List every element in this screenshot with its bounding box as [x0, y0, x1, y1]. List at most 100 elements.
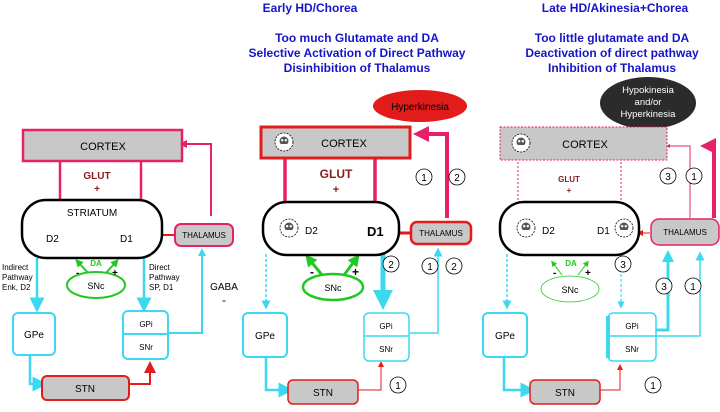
thalamus-to-cortex-arrow-thin: [666, 144, 691, 218]
gpi-to-thalamus-arrow-thin: [656, 251, 705, 337]
step-2-marker: 2: [451, 262, 457, 273]
glut-plus: +: [94, 184, 100, 195]
gpe-box: [242, 312, 288, 358]
indirect-label-1: Indirect: [2, 263, 29, 272]
snc-label: SNc: [561, 285, 579, 295]
d2-label: D2: [305, 226, 318, 237]
step-markers: 1 2 2 1 2 1: [382, 168, 466, 394]
step-1-marker: 1: [427, 262, 433, 273]
da-label: DA: [90, 259, 102, 268]
glut-label: GLUT: [558, 175, 580, 184]
d1-label: D1: [367, 224, 384, 239]
gpi-label: GPi: [379, 322, 393, 331]
step-3-marker: 3: [620, 260, 626, 271]
striatum-box: [261, 200, 401, 257]
gpi-label: GPi: [139, 320, 153, 329]
thalamus-to-cortex-arrow: [179, 140, 212, 216]
glut-plus: +: [567, 186, 572, 195]
glut-label: GLUT: [320, 167, 353, 181]
da-minus: -: [76, 268, 79, 279]
direct-label-3: SP, D1: [149, 283, 174, 292]
thalamus-to-cortex-arrow: [413, 126, 449, 218]
step-1-marker: 1: [421, 173, 427, 184]
cortex-label: CORTEX: [321, 138, 367, 150]
hyperkinesia-label: Hyperkinesia: [391, 102, 449, 113]
striatum-box: [20, 198, 164, 260]
panel-normal: CORTEX GLUT + STRIATUM D2 D1 THALAMUS SN…: [2, 128, 238, 401]
cortex-box: [21, 128, 184, 163]
gpe-to-stn-arrow: [28, 355, 48, 392]
direct-label-1: Direct: [149, 263, 171, 272]
panel-early-hd: CORTEX GLUT + D2 D1 THALAMUS SNc - + GPe…: [242, 125, 473, 405]
d2-label: D2: [46, 234, 59, 245]
early-title: Early HD/Chorea: [263, 1, 358, 15]
gpe-label: GPe: [255, 331, 275, 342]
late-line-1: Too little glutamate and DA: [535, 31, 690, 45]
snc-label: SNc: [324, 283, 342, 293]
panel-late-hd: CORTEX GLUT + D2 D1 THALAMUS SNc DA - + …: [482, 126, 720, 405]
d2-neuron-icon: [516, 218, 536, 238]
gpi-label: GPi: [625, 322, 639, 331]
stn-box: [287, 379, 359, 405]
thalamus-box: [409, 220, 473, 246]
gpe-label: GPe: [24, 330, 44, 341]
stn-label: STN: [75, 384, 95, 395]
indirect-label-3: Enk, D2: [2, 283, 31, 292]
thalamus-box: [650, 218, 720, 246]
gpe-label: GPe: [495, 331, 515, 342]
snc-label: SNc: [87, 281, 105, 291]
gpe-to-stn-arrow: [264, 358, 294, 398]
gpi-snr-box: [363, 312, 410, 362]
thalamus-box: [174, 223, 234, 247]
snc-to-d1-arrow: [577, 260, 589, 276]
step-2-marker: 2: [388, 260, 394, 271]
thalamus-label: THALAMUS: [663, 228, 707, 237]
early-line-2: Selective Activation of Direct Pathway: [249, 46, 466, 60]
gpe-box: [482, 312, 528, 358]
gpi-to-thalamus-arrow: [410, 247, 443, 334]
glut-plus: +: [333, 184, 339, 196]
indirect-label-2: Pathway: [2, 273, 33, 282]
cortex-neuron-icon: [511, 133, 531, 153]
d2-neuron-icon: [279, 218, 299, 238]
d1-neuron-icon: [614, 218, 634, 238]
snc-to-d1-arrow: [342, 254, 360, 276]
snr-label: SNr: [379, 345, 393, 354]
late-symptom-line-1: Hypokinesia: [622, 85, 674, 96]
early-header: Early HD/Chorea Too much Glutamate and D…: [249, 1, 466, 75]
striatum-box: [498, 200, 641, 257]
snc-ellipse: [301, 272, 365, 302]
late-line-3: Inhibition of Thalamus: [548, 61, 676, 75]
step-1-marker: 1: [690, 282, 696, 293]
step-1-marker: 1: [395, 381, 401, 392]
snc-ellipse: [66, 271, 126, 299]
cortex-label: CORTEX: [562, 139, 608, 151]
snc-to-d2-arrow: [551, 260, 563, 276]
early-line-1: Too much Glutamate and DA: [275, 31, 439, 45]
cortex-label: CORTEX: [80, 141, 126, 153]
d1-label: D1: [120, 234, 133, 245]
stn-box: [41, 375, 130, 401]
thalamus-label: THALAMUS: [182, 231, 226, 240]
snr-label: SNr: [625, 345, 639, 354]
da-minus: -: [310, 265, 314, 279]
gpi-to-thalamus-arrow: [169, 248, 206, 334]
gpe-box: [12, 312, 56, 356]
late-header: Late HD/Akinesia+Chorea Too little gluta…: [525, 1, 699, 75]
step-3-marker: 3: [661, 282, 667, 293]
da-minus: -: [553, 268, 556, 279]
da-plus: +: [352, 265, 359, 279]
hyperkinesia-callout: Hyperkinesia: [373, 90, 467, 122]
late-title: Late HD/Akinesia+Chorea: [542, 1, 689, 15]
early-line-3: Disinhibition of Thalamus: [284, 61, 431, 75]
stn-to-gpi-arrow: [358, 361, 384, 391]
late-symptom-line-2: and/or: [635, 97, 662, 108]
stn-to-gpi-arrow: [600, 364, 623, 391]
thalamus-label: THALAMUS: [419, 229, 463, 238]
da-plus: +: [585, 268, 591, 279]
step-2-marker: 2: [454, 173, 460, 184]
stn-to-gpi-arrow: [130, 361, 156, 385]
da-label: DA: [565, 259, 577, 268]
